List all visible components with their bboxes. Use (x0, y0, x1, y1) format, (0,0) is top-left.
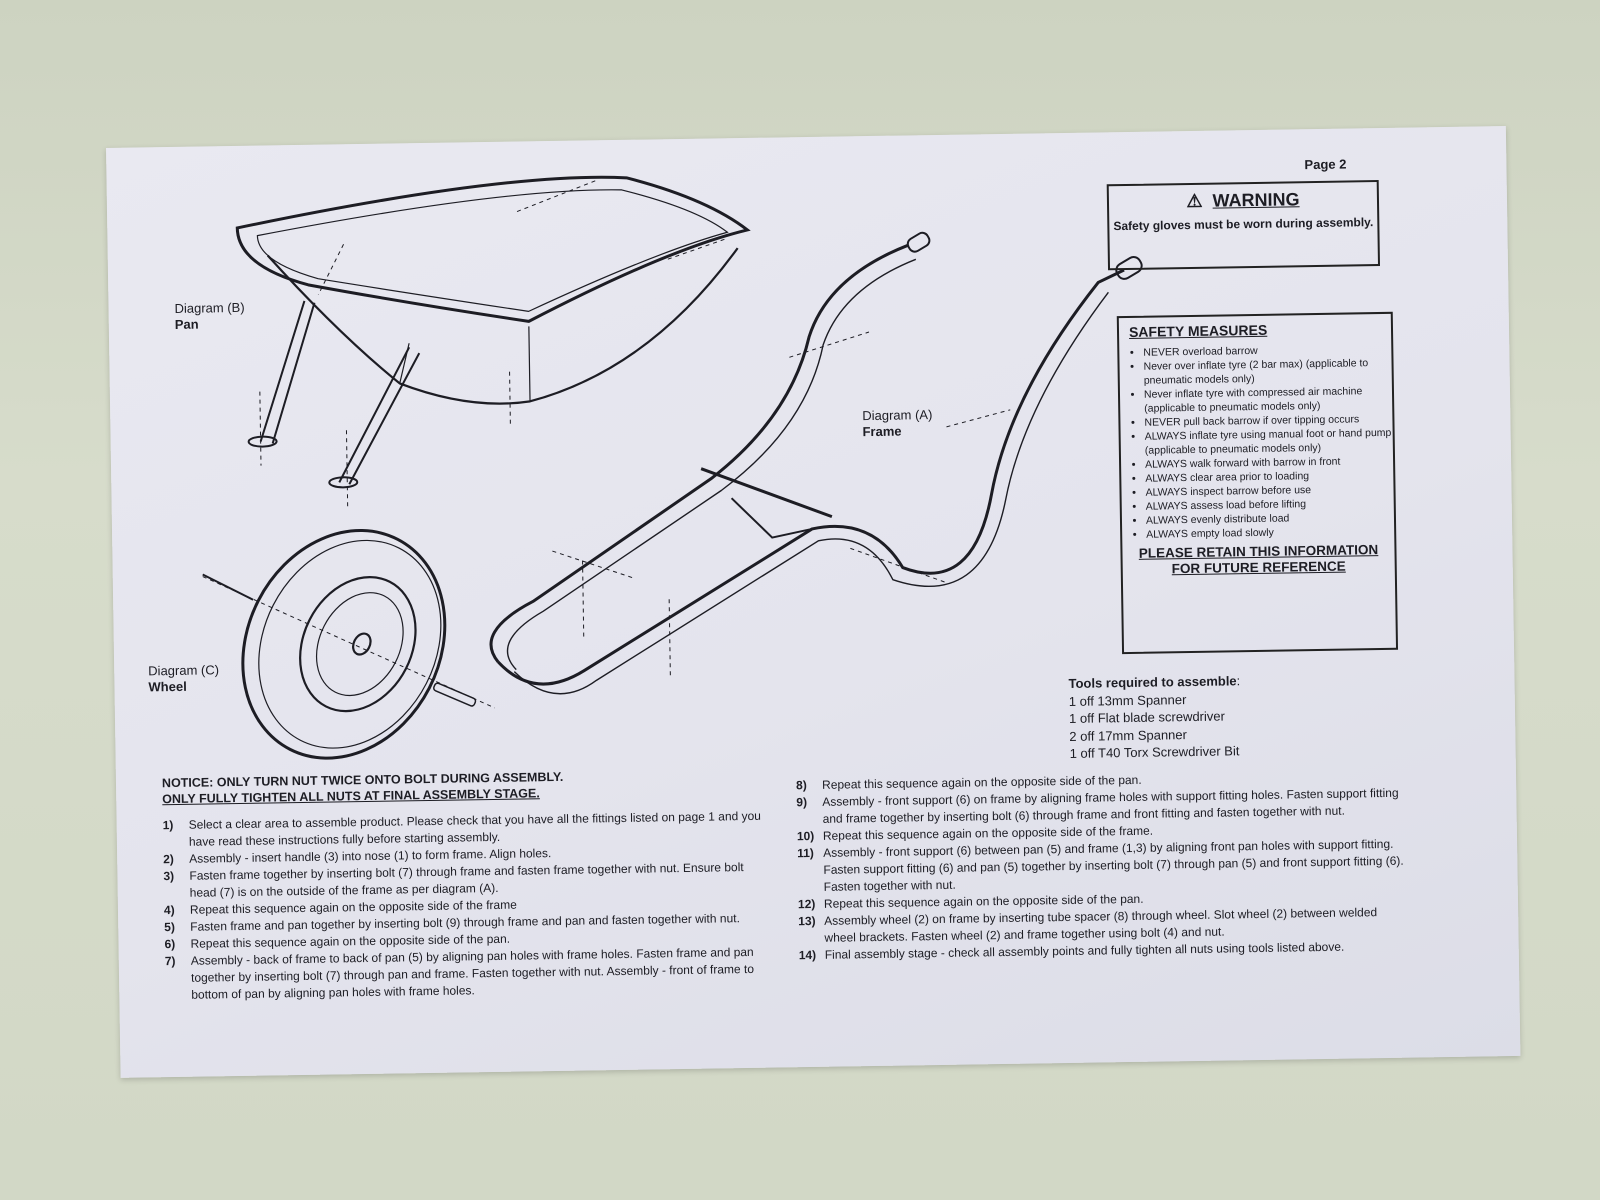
steps-left: 1)Select a clear area to assemble produc… (163, 808, 776, 1005)
retain-notice: PLEASE RETAIN THIS INFORMATION FOR FUTUR… (1138, 542, 1379, 577)
diagram-b-code: Diagram (B) (174, 299, 245, 316)
diagram-a-label: Diagram (A) Frame (862, 407, 933, 440)
safety-title: SAFETY MEASURES (1128, 321, 1268, 340)
tool-item: 1 off T40 Torx Screwdriver Bit (1069, 743, 1240, 761)
instruction-sheet: Page 2 ⚠ WARNING Safety gloves must be wo… (106, 126, 1521, 1078)
diagram-c-code: Diagram (C) (148, 662, 220, 679)
warning-text: Safety gloves must be worn during assemb… (1113, 215, 1374, 234)
warning-triangle-icon: ⚠ (1186, 190, 1203, 212)
frame-drawing (489, 231, 1143, 695)
notice: NOTICE: ONLY TURN NUT TWICE ONTO BOLT DU… (162, 769, 564, 807)
tools-title: Tools required to assemble (1068, 673, 1237, 691)
warning-title: WARNING (1212, 189, 1300, 211)
diagram-b-name: Pan (174, 316, 199, 332)
diagram-b-label: Diagram (B) Pan (174, 300, 245, 333)
warning-box: ⚠ WARNING Safety gloves must be worn duri… (1106, 180, 1381, 271)
pan-drawing (235, 175, 751, 509)
diagram-a-name: Frame (862, 423, 902, 440)
diagram-c-label: Diagram (C) Wheel (148, 662, 219, 695)
safety-item: Never over inflate tyre (2 bar max) (app… (1143, 356, 1391, 388)
safety-item: Never inflate tyre with compressed air m… (1144, 384, 1392, 416)
step-item: 7)Assembly - back of frame to back of pa… (164, 944, 755, 1002)
safety-item: ALWAYS inflate tyre using manual foot or… (1145, 426, 1393, 458)
diagram-a-code: Diagram (A) (862, 407, 933, 424)
assembly-diagram (202, 175, 1143, 760)
diagram-c-name: Wheel (148, 678, 187, 695)
tools-section: Tools required to assemble: 1 off 13mm S… (1068, 673, 1241, 761)
page-number: Page 2 (1304, 156, 1347, 173)
safety-item: ALWAYS empty load slowly (1146, 524, 1394, 542)
wheel-drawing (202, 529, 496, 760)
steps-right: 8)Repeat this sequence again on the oppo… (796, 768, 1409, 965)
safety-measures-box: SAFETY MEASURES NEVER overload barrow Ne… (1116, 311, 1399, 655)
safety-list: NEVER overload barrow Never over inflate… (1129, 342, 1394, 542)
tool-item: 1 off Flat blade screwdriver (1068, 708, 1226, 726)
